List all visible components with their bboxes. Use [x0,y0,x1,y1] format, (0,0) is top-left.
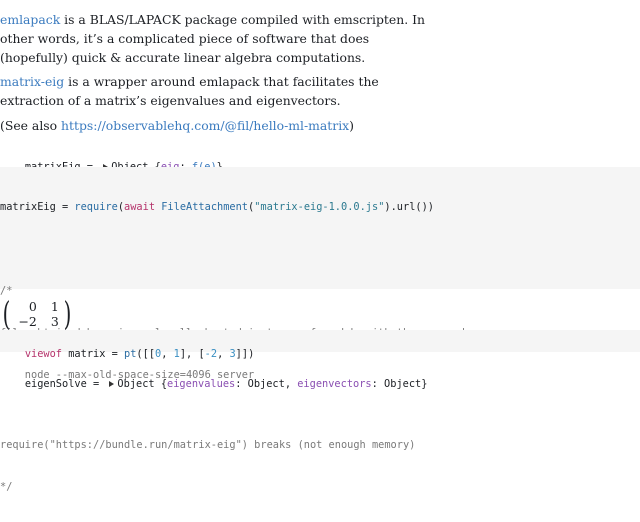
code-comment-line-5: require("https://bundle.run/matrix-eig")… [0,439,416,451]
matrix-cell: −2 [18,314,37,329]
intro-paragraph-1-text: is a BLAS/LAPACK package compiled with e… [0,12,425,65]
eigensolve-output: eigenSolve = Object {eigenvalues: Object… [0,366,428,402]
output-object-label[interactable]: Object { [117,378,168,390]
hello-ml-matrix-link[interactable]: https://observablehq.com/@fil/hello-ml-m… [61,118,350,133]
matrix-grid: 0 1 −2 3 [13,299,61,329]
code-comment-line-1: /* [0,285,13,297]
left-paren: ( [2,294,11,333]
matrix-cell: 1 [50,299,59,314]
output-key-eigenvalues: eigenvalues [167,378,236,390]
intro-paragraph-3: (See also https://observablehq.com/@fil/… [0,116,436,135]
viewof-keyword: viewof [24,348,63,360]
matrix-cell: 0 [28,299,37,314]
see-also-suffix: ) [349,118,355,133]
output-value: : Object} [371,378,428,390]
emlapack-link[interactable]: emlapack [0,12,61,27]
output-variable-name: eigenSolve [24,378,87,390]
intro-paragraph-1: emlapack is a BLAS/LAPACK package compil… [0,10,436,67]
output-value: : Object, [235,378,298,390]
matrix-cell: 3 [50,314,59,329]
intro-paragraph-2: matrix-eig is a wrapper around emlapack … [0,72,436,110]
code-comment-line-6: */ [0,481,13,493]
right-paren: ) [63,294,72,333]
matrix-eig-link[interactable]: matrix-eig [0,74,65,89]
code-line-1: matrixEig = require(await FileAttachment… [0,201,435,213]
code-comment-line-3: node --max-old-space-size=4096 server [0,369,255,381]
output-equals: = [86,378,106,390]
see-also-prefix: (See also [0,118,62,133]
intro-paragraph-2-text: is a wrapper around emlapack that facili… [0,74,379,108]
notebook-page: emlapack is a BLAS/LAPACK package compil… [0,10,640,493]
output-key-eigenvectors: eigenvectors [297,378,372,390]
matrixeig-code-cell[interactable]: matrixEig = require(await FileAttachment… [0,167,640,493]
matrix-display: ( 0 1 −2 3 ) [0,297,74,331]
expand-caret-icon[interactable] [109,381,115,387]
matrix-code-cell[interactable]: viewof matrix = pt([[0, 1], [-2, 3]]) [0,330,640,360]
